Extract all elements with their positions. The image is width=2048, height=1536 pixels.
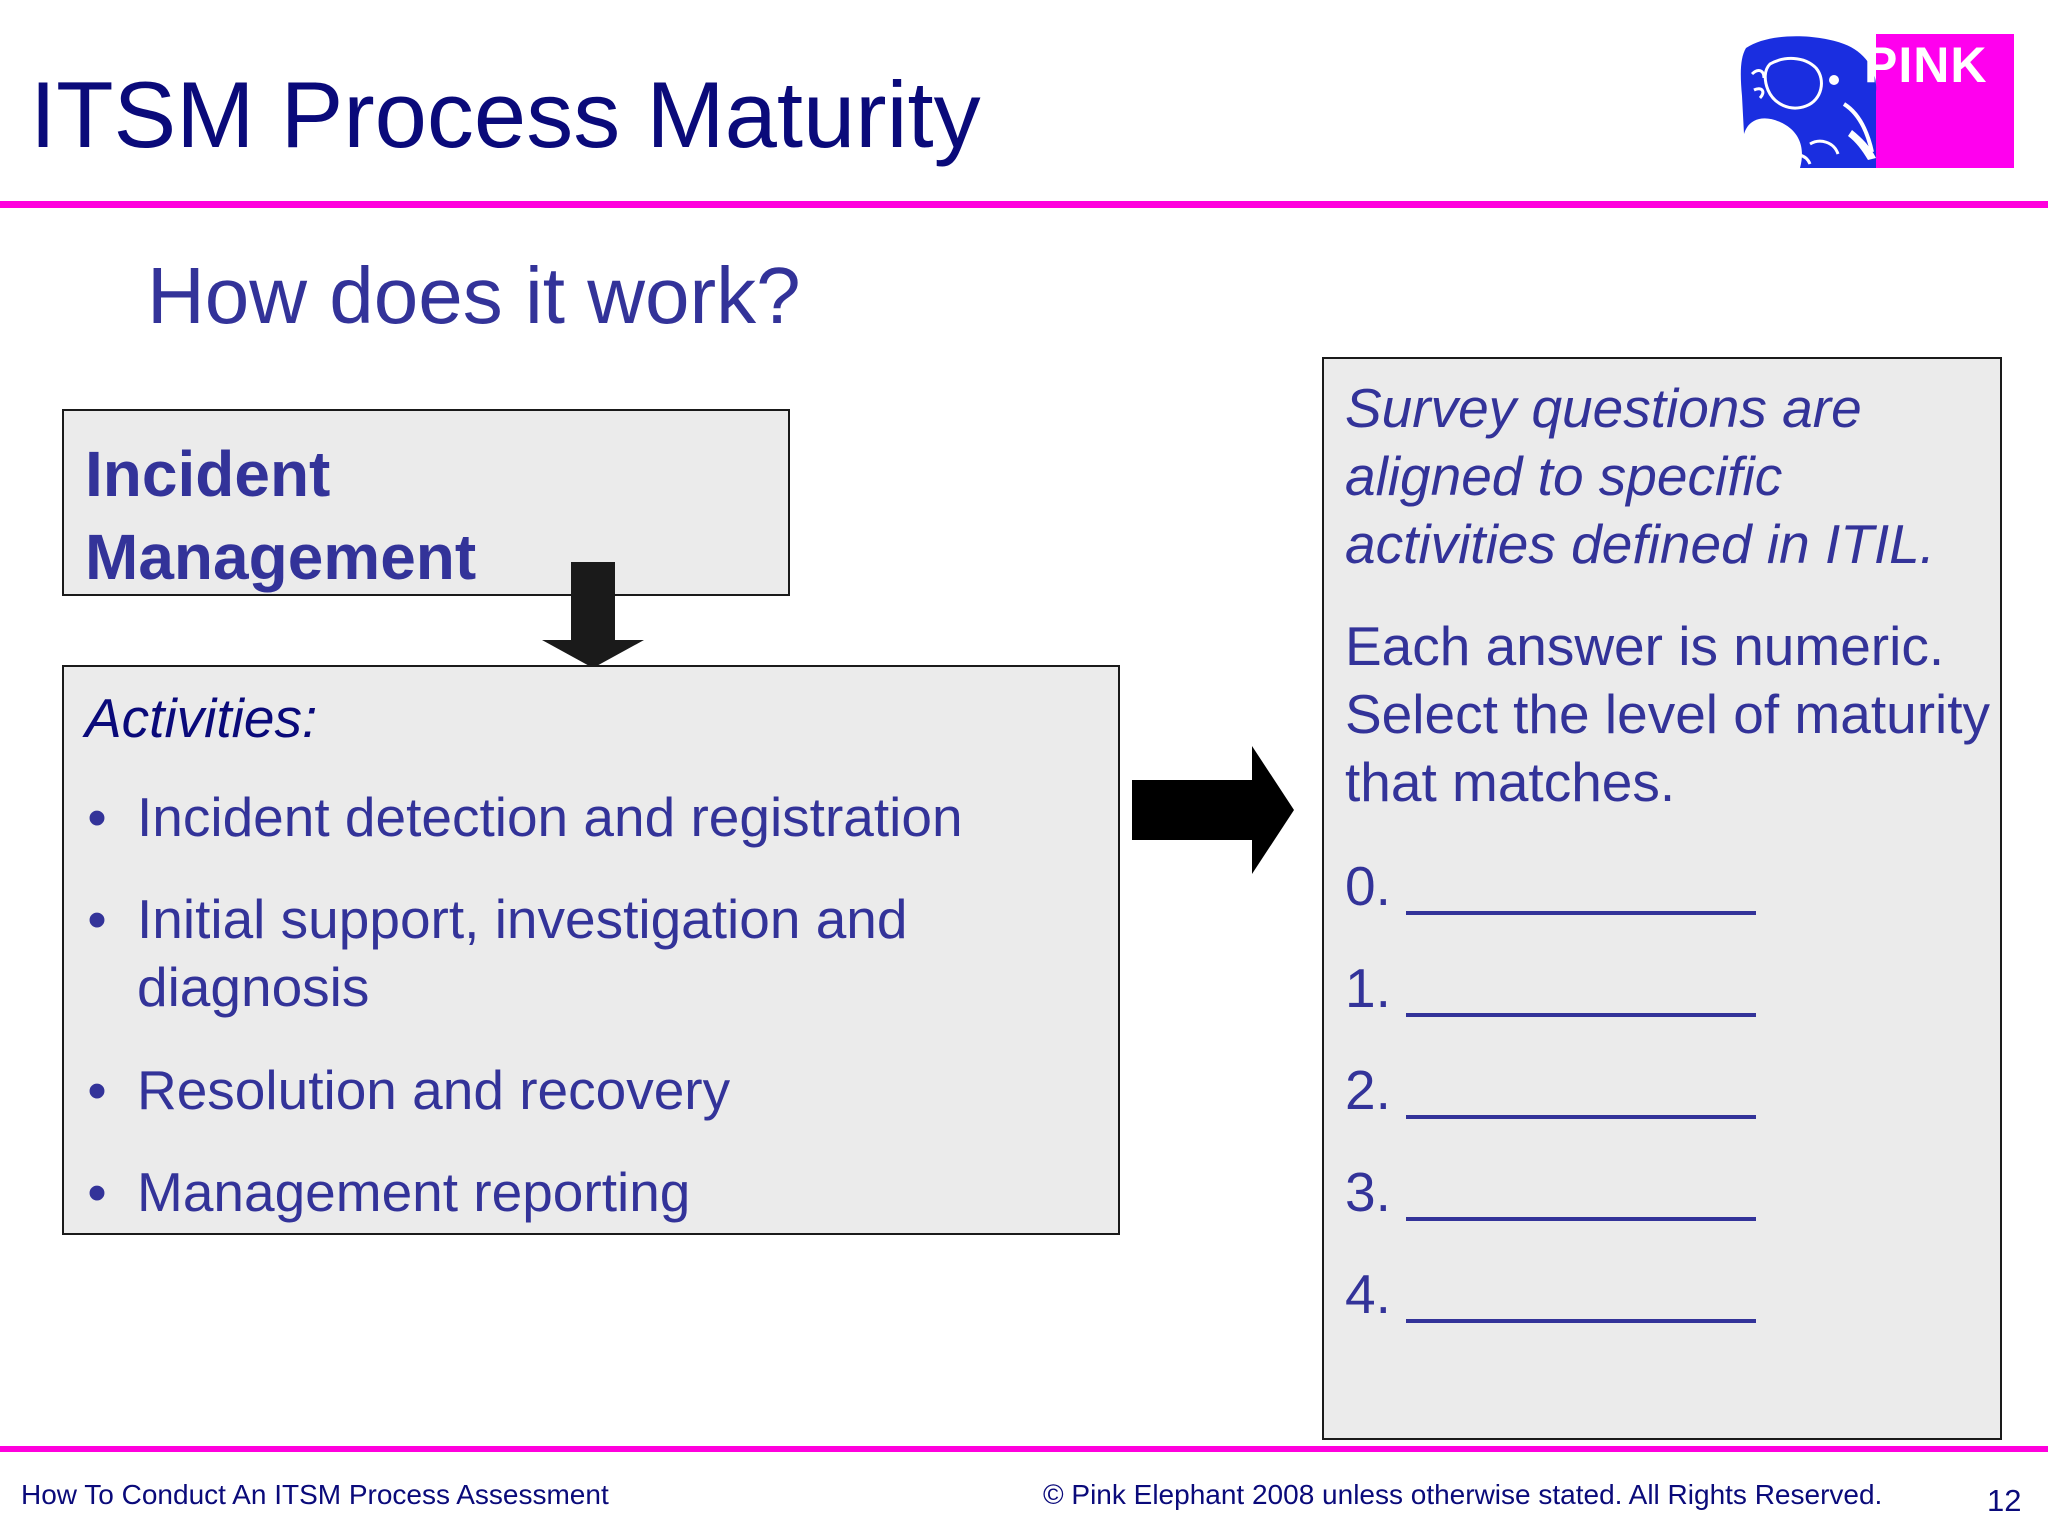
- level-number: 1.: [1345, 957, 1391, 1019]
- process-name: Incident Management: [85, 438, 477, 593]
- survey-instruction: Each answer is numeric. Select the level…: [1345, 615, 1991, 813]
- right-arrow-icon: [1132, 746, 1294, 874]
- answer-blank: [1406, 1217, 1756, 1221]
- slide-title: ITSM Process Maturity: [30, 62, 981, 167]
- logo-text: PINK: [1864, 37, 1988, 93]
- process-box: Incident Management: [62, 409, 790, 596]
- maturity-level: 0.: [1345, 859, 1785, 939]
- level-number: 3.: [1345, 1161, 1391, 1223]
- header-rule: [0, 201, 2048, 208]
- footer-copyright: © Pink Elephant 2008 unless otherwise st…: [1043, 1479, 1883, 1510]
- level-number: 0.: [1345, 855, 1391, 917]
- activity-text: Initial support, investigation and diagn…: [137, 888, 908, 1018]
- bullet-icon: •: [87, 888, 107, 950]
- maturity-level: 3.: [1345, 1165, 1785, 1245]
- maturity-level: 4.: [1345, 1267, 1785, 1347]
- activities-heading: Activities:: [85, 687, 318, 749]
- pink-elephant-logo: PINK: [1740, 34, 2014, 168]
- slide-subtitle: How does it work?: [147, 251, 801, 340]
- down-arrow-icon: [542, 562, 644, 668]
- level-number: 4.: [1345, 1263, 1391, 1325]
- activity-text: Resolution and recovery: [137, 1059, 731, 1121]
- level-number: 2.: [1345, 1059, 1391, 1121]
- maturity-level: 1.: [1345, 961, 1785, 1041]
- bullet-icon: •: [87, 1161, 107, 1223]
- footer-presentation-title: How To Conduct An ITSM Process Assessmen…: [21, 1479, 609, 1510]
- answer-blank: [1406, 1115, 1756, 1119]
- answer-blank: [1406, 1319, 1756, 1323]
- footer-rule: [0, 1446, 2048, 1452]
- survey-note: Survey questions are aligned to specific…: [1345, 377, 1936, 575]
- bullet-icon: •: [87, 1059, 107, 1121]
- activity-text: Management reporting: [137, 1161, 691, 1223]
- answer-blank: [1406, 911, 1756, 915]
- maturity-level: 2.: [1345, 1063, 1785, 1143]
- answer-blank: [1406, 1013, 1756, 1017]
- elephant-icon: [1740, 34, 2014, 168]
- bullet-icon: •: [87, 786, 107, 848]
- survey-box: Survey questions are aligned to specific…: [1322, 357, 2002, 1440]
- activity-text: Incident detection and registration: [137, 786, 963, 848]
- activities-box: Activities: • Incident detection and reg…: [62, 665, 1120, 1235]
- page-number: 12: [1987, 1483, 2022, 1518]
